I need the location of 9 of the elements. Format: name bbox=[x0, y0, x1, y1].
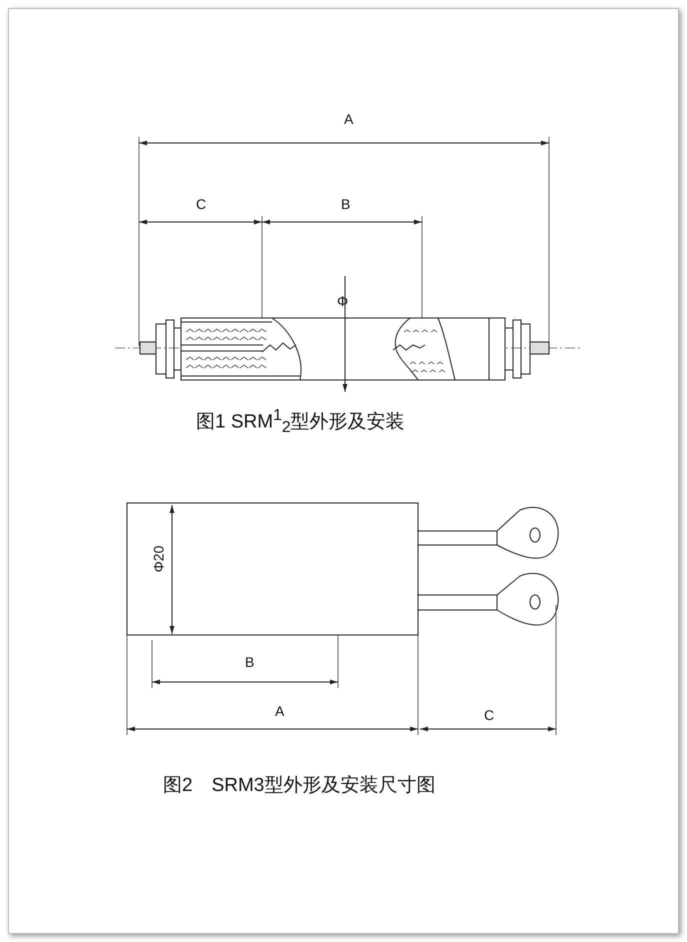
figure-caption: 图2 SRM3型外形及安装尺寸图 bbox=[163, 776, 436, 795]
dimension-label: A bbox=[344, 112, 354, 126]
dimension-label: C bbox=[484, 708, 494, 722]
dimension-label: C bbox=[196, 197, 206, 211]
dimension-label: B bbox=[341, 197, 350, 211]
figure-caption: 图1 SRM$^{1}$$_{2}$型外形及安装 bbox=[196, 408, 405, 436]
dimension-label: A bbox=[275, 704, 284, 718]
dimension-label: Φ20 bbox=[151, 546, 166, 572]
dimension-label: B bbox=[245, 655, 254, 669]
